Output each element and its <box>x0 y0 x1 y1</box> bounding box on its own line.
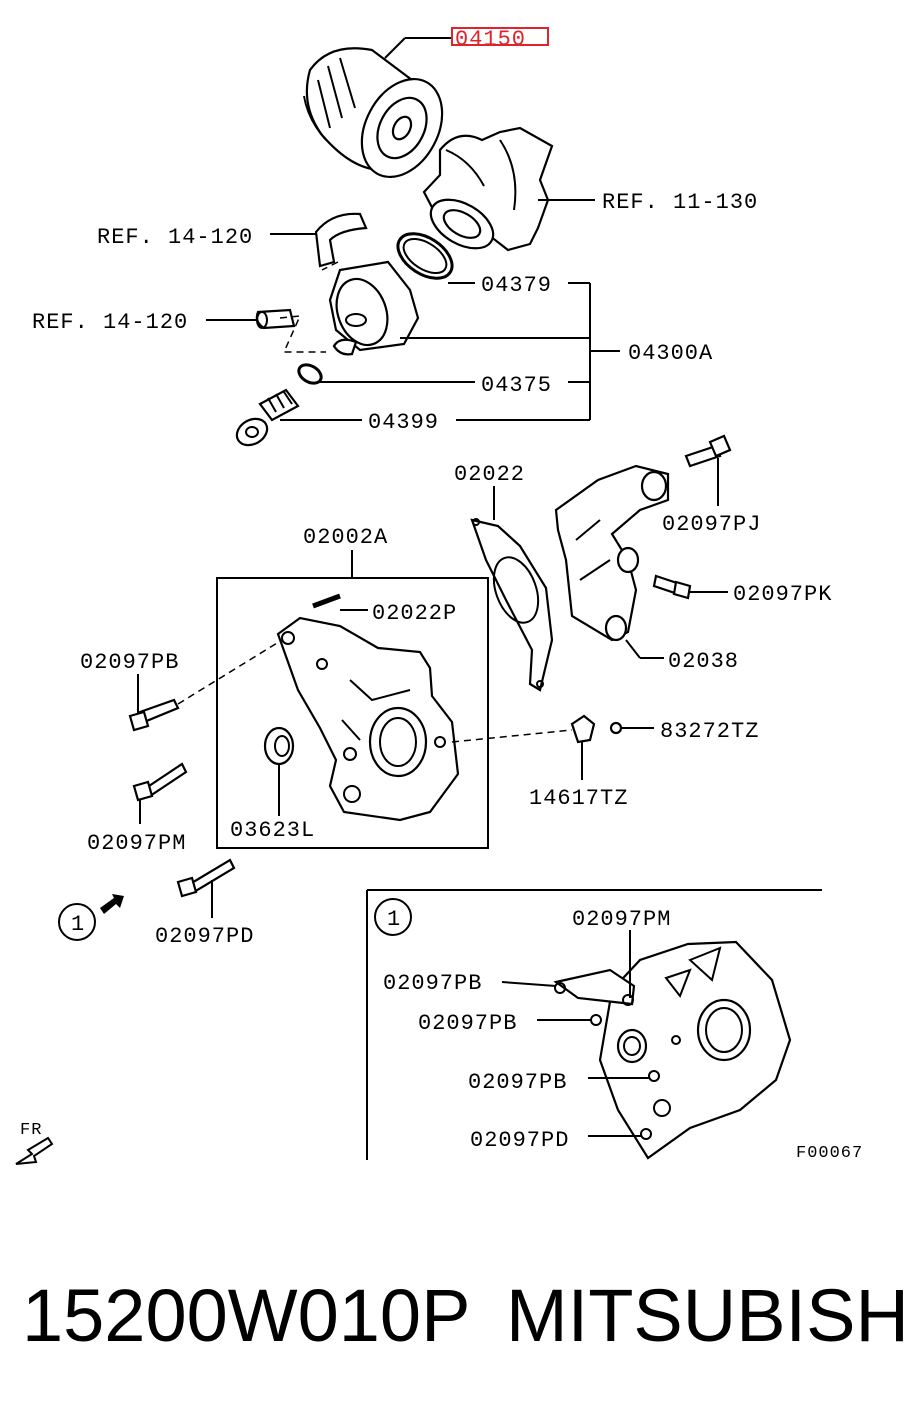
bolt-02097pb-drawing <box>128 698 180 732</box>
label-fr: FR <box>20 1121 42 1140</box>
label-02097pb[interactable]: 02097PB <box>80 650 179 675</box>
o-ring-04379 <box>396 232 454 280</box>
inset-label-02097pm[interactable]: 02097PM <box>572 907 671 932</box>
o-ring-04375 <box>297 363 323 385</box>
oil-cooler-housing-drawing <box>422 126 554 252</box>
pin-02022p <box>312 593 341 609</box>
inset-label-02097pd[interactable]: 02097PD <box>470 1128 569 1153</box>
clip-83272tz-drawing <box>609 721 623 735</box>
inset-callout-circle <box>374 898 412 936</box>
bolt-02097pk-drawing <box>652 574 692 600</box>
label-04399[interactable]: 04399 <box>368 410 439 435</box>
gasket-02022-drawing <box>470 518 554 692</box>
label-ref-14-120-b[interactable]: REF. 14-120 <box>32 310 188 335</box>
bolt-02097pd-drawing <box>176 858 236 898</box>
footer-part-number: 15200W010P <box>22 1274 470 1357</box>
front-arrow-icon <box>15 1136 54 1165</box>
bolt-02097pm-drawing <box>132 762 188 802</box>
inset-label-02097pb-1[interactable]: 02097PB <box>383 971 482 996</box>
bolt-04399-drawing <box>235 388 300 447</box>
callout-1-label: 1 <box>71 912 85 937</box>
callout-arrow-icon <box>100 894 124 914</box>
inset-label-02097pb-2[interactable]: 02097PB <box>418 1011 517 1036</box>
label-04379[interactable]: 04379 <box>481 273 552 298</box>
label-03623l[interactable]: 03623L <box>230 818 315 843</box>
oil-filter-drawing <box>303 47 444 179</box>
oil-cooler-drawing <box>328 260 420 356</box>
bracket-02038-drawing <box>554 464 670 642</box>
inset-callout-label: 1 <box>387 907 401 932</box>
figure-code: F00067 <box>796 1144 863 1163</box>
label-02097pk[interactable]: 02097PK <box>733 582 832 607</box>
label-02038[interactable]: 02038 <box>668 649 739 674</box>
label-83272tz[interactable]: 83272TZ <box>660 719 759 744</box>
bolt-02097pj-drawing <box>684 434 732 468</box>
oil-pump-body-drawing <box>276 616 460 822</box>
oil-filter-highlight <box>451 27 549 46</box>
inset-frame <box>366 889 822 1160</box>
pipe-drawing <box>255 308 296 330</box>
label-04375[interactable]: 04375 <box>481 373 552 398</box>
label-02097pj[interactable]: 02097PJ <box>662 512 761 537</box>
oil-pump-assembly-box <box>216 577 489 849</box>
callout-1-circle[interactable] <box>58 903 96 941</box>
label-02022[interactable]: 02022 <box>454 462 525 487</box>
label-02097pd[interactable]: 02097PD <box>155 924 254 949</box>
label-02022p[interactable]: 02022P <box>372 601 457 626</box>
label-02002a[interactable]: 02002A <box>303 525 388 550</box>
footer-brand: MITSUBISHI <box>506 1274 909 1357</box>
label-02097pm[interactable]: 02097PM <box>87 831 186 856</box>
inset-engine-drawing <box>553 940 792 1160</box>
label-04300a[interactable]: 04300A <box>628 341 713 366</box>
label-04150[interactable]: 04150 <box>455 27 526 52</box>
inset-label-02097pb-3[interactable]: 02097PB <box>468 1070 567 1095</box>
label-ref-11-130[interactable]: REF. 11-130 <box>602 190 758 215</box>
label-ref-14-120-a[interactable]: REF. 14-120 <box>97 225 253 250</box>
hose-drawing <box>314 212 368 268</box>
label-14617tz[interactable]: 14617TZ <box>529 786 628 811</box>
sensor-14617tz-drawing <box>570 714 596 744</box>
